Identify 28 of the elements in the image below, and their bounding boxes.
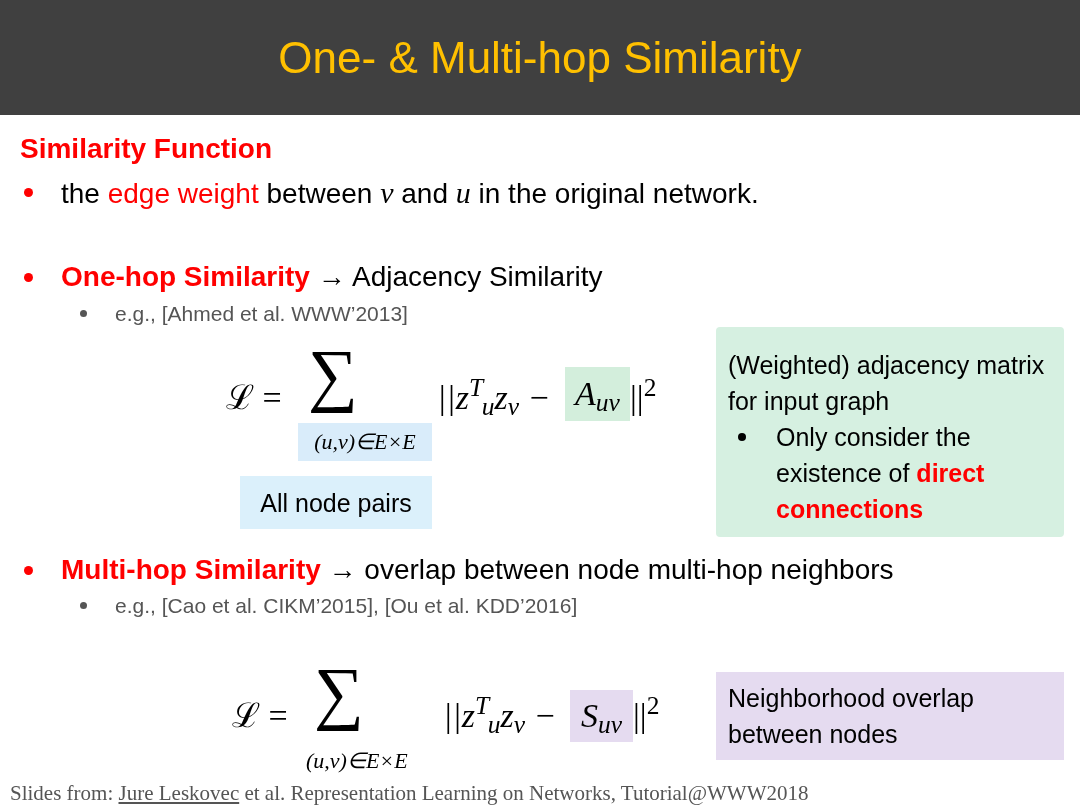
highlighted-term: (u,v)∈E×E	[314, 428, 416, 456]
sum-subscript: (u,v)∈E×E	[306, 747, 408, 775]
slide-title: One- & Multi-hop Similarity	[278, 31, 802, 84]
highlighted-term: S$_{uv}$	[580, 698, 623, 734]
note-text: Neighborhood overlap between nodes	[728, 683, 975, 750]
note-text: Only consider the existence of direct connections	[776, 422, 986, 525]
math-expression: ||z$^{T}$$_{u}$z$_{v}$ −	[437, 372, 551, 423]
highlight-box	[565, 367, 630, 421]
reference-text: e.g., [Cao et al. CIKM’2015], [Ou et al. KDD’2016]	[115, 593, 578, 619]
source-footnote: Slides from: Jure Leskovec et al. Representation Learning on Networks, Tutorial@WWW2018	[10, 780, 809, 807]
reference-text: e.g., [Ahmed et al. WWW’2013]	[115, 301, 408, 327]
math-expression: ||$^{2}$	[630, 372, 657, 418]
bullet-text: One-hop Similarity → Adjacency Similarity	[61, 260, 603, 294]
note-box	[240, 476, 432, 529]
section-heading: Similarity Function	[20, 132, 273, 166]
bullet-text: the edge weight between v and u in the original network.	[61, 175, 759, 211]
math-expression: ||z$^{T}$$_{u}$z$_{v}$ −	[443, 690, 557, 741]
highlighted-term: A$_{uv}$	[575, 376, 620, 412]
highlight-box	[570, 690, 633, 742]
note-text: (Weighted) adjacency matrix for input graph	[728, 350, 1046, 417]
math-symbol: ℒ =	[232, 696, 288, 736]
note-box	[716, 327, 1064, 537]
highlight-box	[298, 423, 432, 461]
math-symbol: ℒ =	[226, 378, 282, 418]
highlighted-term: All node pairs	[260, 487, 412, 519]
math-expression: ||$^{2}$	[633, 690, 660, 736]
bullet-text: Multi-hop Similarity → overlap between node multi-hop neighbors	[61, 553, 894, 587]
note-box	[716, 672, 1064, 760]
